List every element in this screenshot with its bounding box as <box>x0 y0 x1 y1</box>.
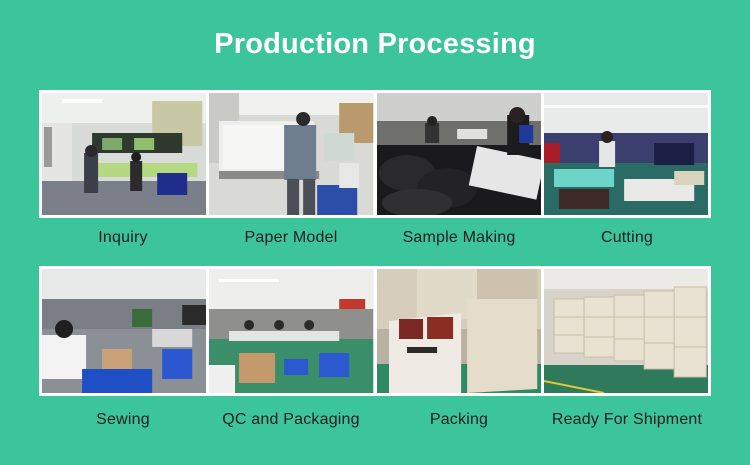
labels-bottom-row: Sewing QC and Packaging Packing Ready Fo… <box>39 411 711 429</box>
photo-strip-bottom <box>39 266 711 396</box>
cutting-workshop-photo <box>543 93 708 215</box>
pattern-cutting-machine-photo <box>209 93 374 215</box>
step-label: Ready For Shipment <box>551 411 703 428</box>
page-title: Production Processing <box>214 28 536 60</box>
step-label: Cutting <box>600 229 654 246</box>
step-label: QC and Packaging <box>222 411 360 428</box>
packing-boxes-photo <box>376 269 541 393</box>
photo-strip-top <box>39 90 711 218</box>
step-label: Packing <box>429 411 489 428</box>
step-label: Sample Making <box>402 229 516 246</box>
step-label: Paper Model <box>244 229 338 246</box>
step-label: Inquiry <box>98 229 148 246</box>
labels-top-row: Inquiry Paper Model Sample Making Cuttin… <box>39 229 711 247</box>
office-desk-photo <box>42 93 207 215</box>
sewing-workshop-photo <box>376 93 541 215</box>
stacked-cartons-photo <box>543 269 708 393</box>
step-label: Sewing <box>96 411 150 428</box>
qc-workshop-photo <box>209 269 374 393</box>
sewing-line-photo <box>42 269 207 393</box>
